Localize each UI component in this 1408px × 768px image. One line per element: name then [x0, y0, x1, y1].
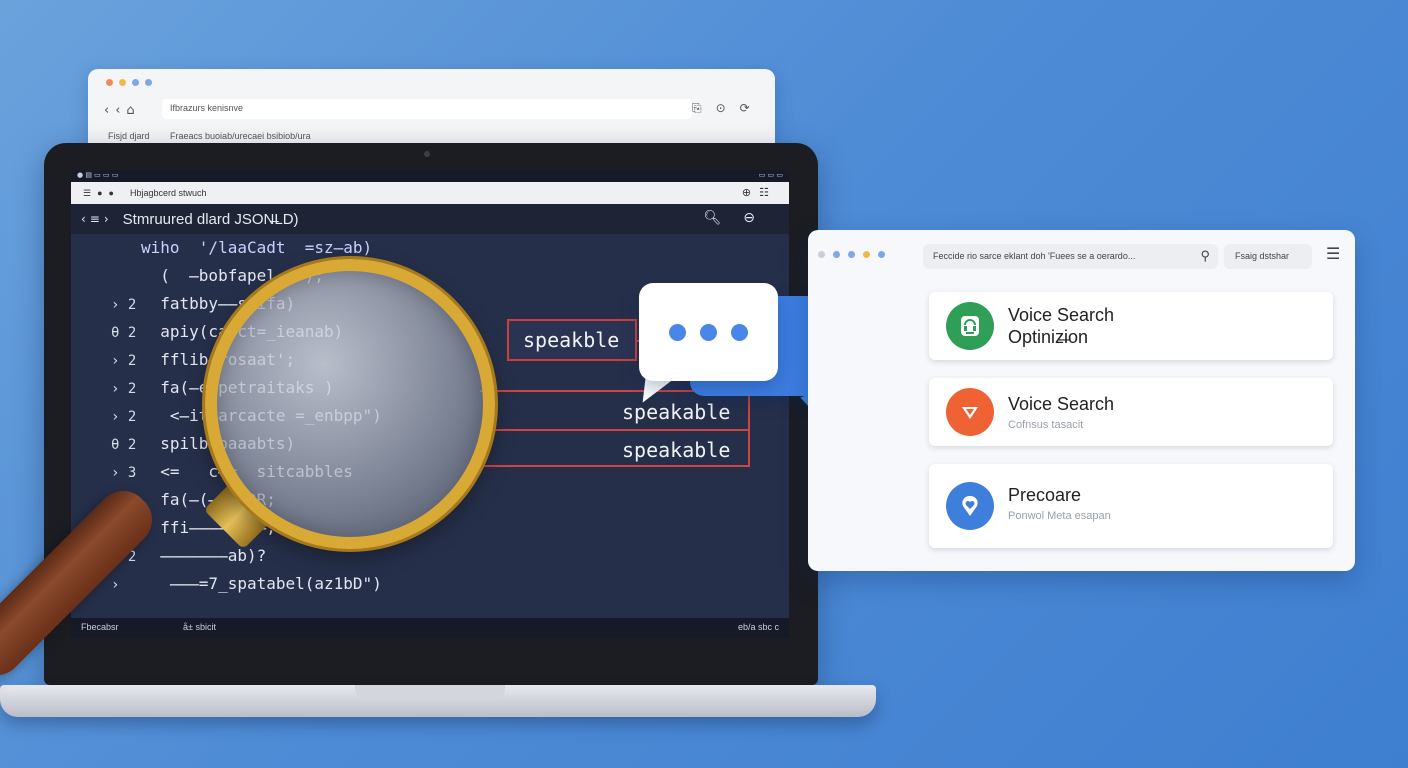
- chevron-down-icon: [946, 388, 994, 436]
- menubar-right-icons: ▭ ▭ ▭: [758, 171, 783, 179]
- connector-line: [748, 390, 750, 430]
- tab-tools-icon[interactable]: ⊕☷: [741, 187, 777, 199]
- speakable-label-1: speakble: [523, 328, 620, 352]
- code-text: ̶̶̶=7_spatabel(az1bD"): [141, 574, 382, 593]
- tab-controls-icon[interactable]: ☰●●: [83, 187, 120, 198]
- speakable-label-2: speakable: [622, 400, 731, 424]
- status-right: eb/a sbc c: [737, 622, 779, 632]
- headset-icon: [946, 302, 994, 350]
- result-card-voice-search[interactable]: Voice Search Cofnsus tasacit: [929, 378, 1333, 446]
- panel-dot[interactable]: [863, 251, 870, 258]
- panel-dot[interactable]: [878, 251, 885, 258]
- magnifier-lens-icon: [205, 259, 495, 549]
- status-mid: å± sbicit: [183, 622, 216, 632]
- connector-line: [480, 390, 750, 392]
- editor-title: Stmruured dlard JSON̶LD): [122, 210, 299, 228]
- refresh-icon[interactable]: ⟳: [739, 101, 750, 115]
- bookmark-item[interactable]: Fraeacs buoiab/urecaei bsibiob/ura: [170, 131, 311, 141]
- code-editor-screen: ● ▤ ▭ ▭ ▭ ▭ ▭ ▭ ☰●● Hbjagbcerd stwuch ⊕☷…: [71, 170, 789, 638]
- connector-line: [480, 429, 750, 431]
- typing-dot: [669, 324, 686, 341]
- line-gutter: › 3: [111, 465, 137, 481]
- card-title: Voice Search Optiniz̶ion: [1008, 305, 1115, 347]
- hamburger-menu-icon[interactable]: ☰: [1326, 244, 1341, 263]
- back-toolbar-icons[interactable]: ⎘ ⊙ ⟳: [692, 101, 750, 116]
- connector-line: [480, 465, 750, 467]
- heart-pin-icon: [946, 482, 994, 530]
- typing-dot: [731, 324, 748, 341]
- line-gutter: ›: [111, 577, 128, 593]
- status-left: Fbecabsr: [81, 622, 119, 632]
- card-subtitle: Cofnsus tasacit: [1008, 419, 1084, 431]
- connector-line: [748, 430, 750, 466]
- card-title: Precoare: [1008, 485, 1082, 505]
- settings-icon[interactable]: ⊙: [715, 101, 726, 115]
- back-bookmarks-bar: Fisjd djard Fraeacs buoiab/urecaei bsibi…: [108, 131, 329, 141]
- panel-dot[interactable]: [818, 251, 825, 258]
- result-card-precoare[interactable]: Precoare Ponwol Meta esapan: [929, 464, 1333, 548]
- panel-dot[interactable]: [848, 251, 855, 258]
- extra-dot: [145, 79, 152, 86]
- panel-action-button[interactable]: Fsaig dstshar: [1224, 244, 1312, 269]
- code-text: wiho '/laaCadt =sz̶ab): [141, 238, 373, 257]
- share-icon[interactable]: ⎘: [692, 101, 702, 115]
- speakable-label-box: [507, 319, 637, 361]
- line-gutter: θ 2: [111, 437, 137, 453]
- editor-tab[interactable]: Hbjagbcerd stwuch: [129, 188, 207, 198]
- speakable-label-3: speakable: [622, 438, 731, 462]
- window-controls: [106, 79, 152, 86]
- editor-header: ‹≡› Stmruured dlard JSON̶LD) 🔍︎⊖: [71, 204, 789, 234]
- close-dot[interactable]: [106, 79, 113, 86]
- line-gutter: › 2: [111, 353, 137, 369]
- line-gutter: › 2: [111, 409, 137, 425]
- panel-dot[interactable]: [833, 251, 840, 258]
- search-results-panel: Feccide rio sarce eklant doh 'Fuees se a…: [808, 230, 1355, 571]
- panel-search-input[interactable]: Feccide rio sarce eklant doh 'Fuees se a…: [923, 244, 1218, 269]
- chat-bubble-icon: [639, 283, 778, 381]
- code-line[interactable]: wiho '/laaCadt =sz̶ab): [71, 238, 372, 257]
- minimize-dot[interactable]: [119, 79, 126, 86]
- editor-header-icons[interactable]: 🔍︎⊖: [703, 210, 777, 226]
- panel-window-controls: [818, 251, 885, 258]
- laptop-notch: [355, 685, 505, 699]
- line-gutter: › 2: [111, 381, 137, 397]
- search-text: Feccide rio sarce eklant doh 'Fuees se a…: [933, 251, 1136, 261]
- back-url-bar[interactable]: Ifbrazurs kenisnve: [162, 99, 692, 119]
- os-menubar: ● ▤ ▭ ▭ ▭ ▭ ▭ ▭: [71, 170, 789, 182]
- code-text: ̶̶̶̶̶̶̶ab)?: [141, 546, 267, 565]
- line-gutter: › 2: [111, 297, 137, 313]
- menubar-icons: ● ▤ ▭ ▭ ▭: [77, 171, 119, 179]
- editor-nav-icons[interactable]: ‹≡›: [81, 212, 113, 226]
- bookmark-item[interactable]: Fisjd djard: [108, 131, 150, 141]
- card-title: Voice Search: [1008, 394, 1115, 414]
- search-icon[interactable]: ⚲: [1200, 248, 1210, 263]
- editor-statusbar: Fbecabsr å± sbicit eb/a sbc c: [71, 618, 789, 638]
- back-nav-icons[interactable]: ‹‹⌂: [104, 103, 141, 118]
- result-card-voice-search-optimization[interactable]: Voice Search Optiniz̶ion: [929, 292, 1333, 360]
- editor-tab-bar: ☰●● Hbjagbcerd stwuch ⊕☷: [71, 182, 789, 204]
- laptop-camera: [424, 151, 430, 157]
- maximize-dot[interactable]: [132, 79, 139, 86]
- code-line[interactable]: › ̶̶̶=7_spatabel(az1bD"): [71, 574, 382, 593]
- typing-dot: [700, 324, 717, 341]
- card-subtitle: Ponwol Meta esapan: [1008, 510, 1111, 522]
- line-gutter: θ 2: [111, 325, 137, 341]
